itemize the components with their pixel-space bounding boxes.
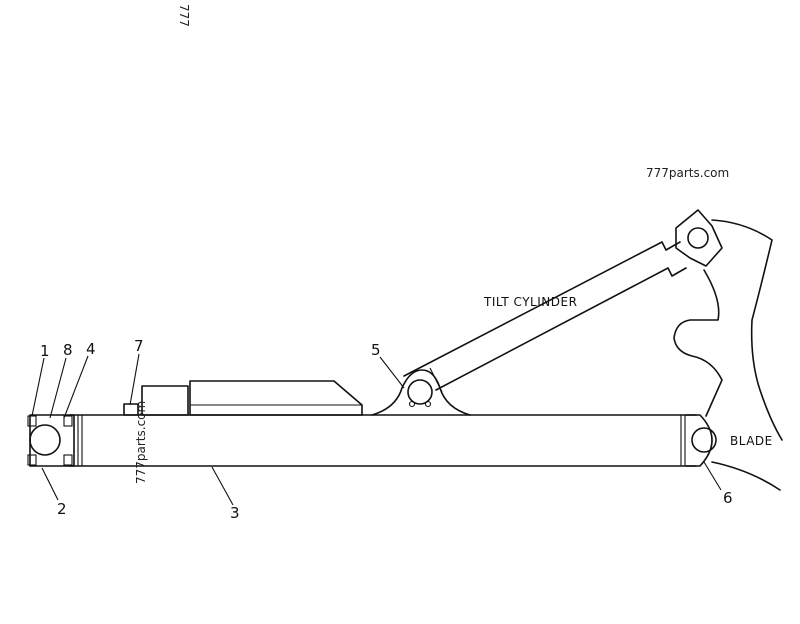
- callout-3: 3: [230, 504, 240, 522]
- left-pin-assembly: [27, 414, 75, 467]
- callout-8: 8: [63, 341, 73, 359]
- callout-5: 5: [371, 341, 381, 359]
- top-bracket: [123, 380, 363, 416]
- callout-1: 1: [40, 342, 50, 360]
- watermark-vertical: 777parts.com: [134, 401, 148, 484]
- callout-6: 6: [723, 489, 733, 507]
- watermark-top: 777: [177, 4, 191, 27]
- blade-outline: [673, 219, 783, 491]
- callout-2: 2: [57, 500, 67, 518]
- label-blade: BLADE: [730, 434, 773, 448]
- leader-lines: [31, 353, 722, 506]
- tilt-cylinder: [403, 209, 723, 393]
- push-arm: [69, 414, 697, 467]
- label-tilt-cylinder: TILT CYLINDER: [483, 295, 577, 309]
- blade-end-eye: [685, 414, 717, 467]
- callout-4: 4: [86, 340, 96, 358]
- callout-7: 7: [134, 337, 144, 355]
- cylinder-mount: [371, 369, 471, 416]
- watermark-right: 777parts.com: [646, 166, 729, 180]
